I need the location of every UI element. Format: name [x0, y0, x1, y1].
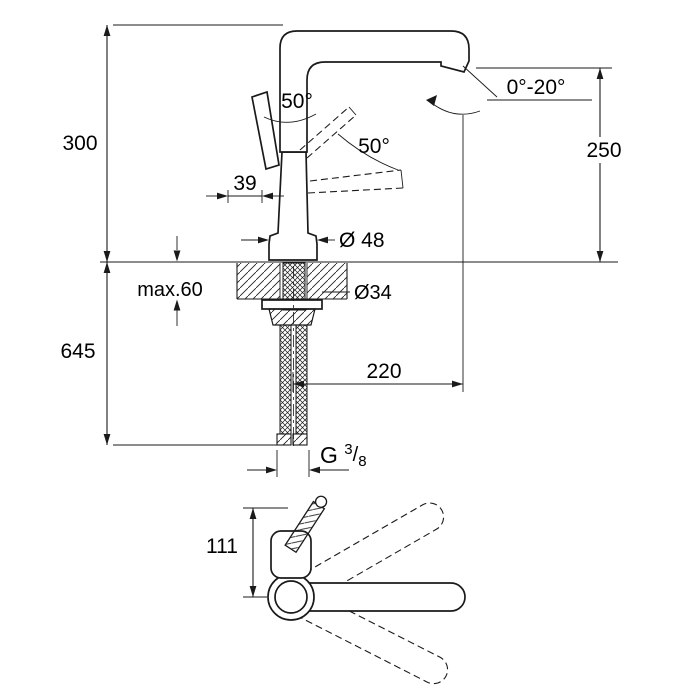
stabilizer-plate — [261, 299, 323, 310]
supply-hoses — [276, 266, 308, 450]
counter-hatch-left — [237, 263, 280, 299]
dim-max-thickness-label: max.60 — [137, 279, 203, 301]
tilt-arrowhead — [426, 95, 437, 106]
lever-top-view — [284, 495, 328, 554]
hose-fitting-right — [292, 433, 308, 446]
dim-total-height-label: 300 — [62, 132, 97, 155]
dim-tilt-range-label: 0°-20° — [507, 76, 566, 99]
spout — [279, 30, 470, 153]
dim-hole-diameter-label: Ø34 — [354, 282, 392, 304]
tilt-line — [462, 65, 498, 98]
handle-swing-dashed — [299, 106, 404, 194]
dim-projection-label: 220 — [366, 360, 401, 383]
swing-arc-b — [337, 133, 399, 171]
side-view — [100, 30, 618, 450]
lever-handle — [251, 90, 280, 171]
dim-handle-angle-a-label: 50° — [281, 90, 313, 113]
hose-fitting-left — [276, 433, 292, 446]
dim-outlet-height-label: 250 — [586, 139, 621, 162]
mounting-hardware — [261, 299, 323, 326]
dim-handle-angle-b-label: 50° — [358, 135, 390, 158]
dim-base-diameter-label: Ø 48 — [339, 229, 385, 252]
swing-arc-a — [263, 113, 317, 123]
countertop-section — [236, 263, 348, 300]
top-view: 111 — [206, 495, 466, 685]
body-circle-inner — [274, 580, 308, 614]
counter-hatch-right — [307, 263, 347, 299]
hose-left — [279, 324, 292, 435]
hose-right — [295, 324, 308, 435]
dim-top-offset-label: 111 — [206, 535, 238, 558]
tilt-arc — [427, 99, 481, 115]
dim-under-depth-label: 645 — [60, 340, 95, 363]
dim-thread-label: G 3/8 — [320, 441, 367, 470]
dimensions-side: 300 645 250 0°-20° 50° 50° 39 Ø 48 — [60, 24, 629, 477]
mounting-nut — [268, 308, 316, 326]
dimension-111: 111 — [206, 507, 288, 598]
dim-handle-offset-label: 39 — [233, 172, 256, 195]
faucet-body — [268, 151, 318, 261]
